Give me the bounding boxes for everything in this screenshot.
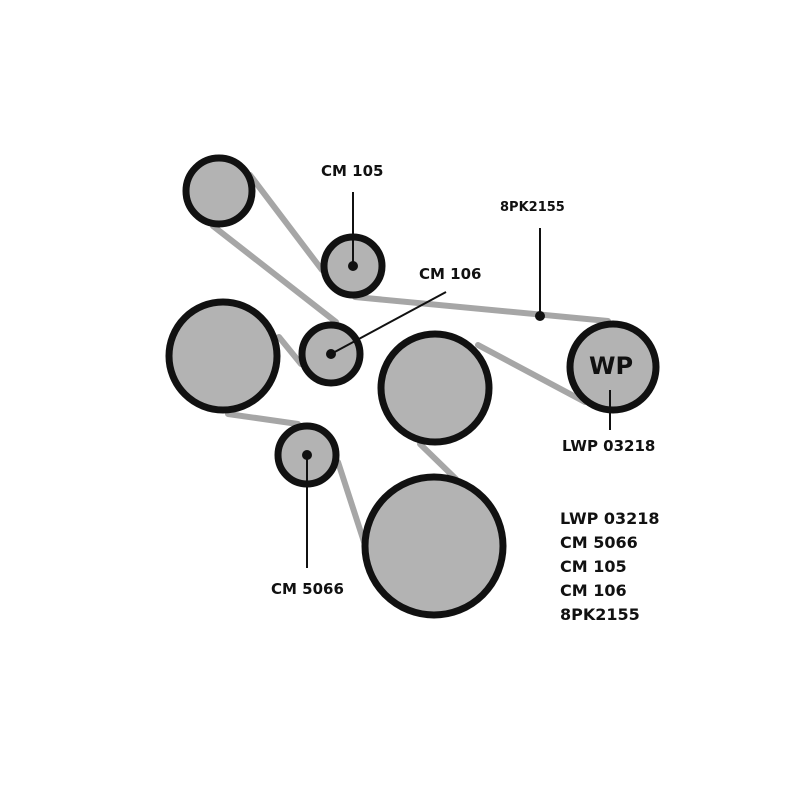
leader-dot: [535, 311, 545, 321]
leader-dot: [302, 450, 312, 460]
belt-segment: [225, 411, 301, 427]
label-cm106: CM 106: [419, 265, 482, 283]
label-belt: 8PK2155: [500, 200, 565, 215]
belt-segment: [247, 172, 325, 273]
leader-cm106: [330, 291, 447, 355]
parts-list-item: CM 5066: [560, 533, 638, 552]
water-pump-pulley: [566, 320, 660, 414]
parts-list-item: CM 105: [560, 557, 627, 576]
belt-segment: [417, 441, 459, 482]
leader-dot: [326, 349, 336, 359]
belt-segment: [210, 223, 339, 325]
label-lwp: LWP 03218: [562, 437, 656, 455]
pulley-large-left: [165, 298, 281, 414]
pulley-middle: [377, 330, 493, 446]
leader-dot: [348, 261, 358, 271]
parts-list-item: LWP 03218: [560, 509, 660, 528]
label-water-pump: WP: [589, 352, 634, 380]
belt: [210, 172, 611, 548]
label-cm105: CM 105: [321, 162, 384, 180]
parts-list-item: CM 106: [560, 581, 627, 600]
idler-pulley-top-left: [182, 154, 256, 228]
belt-segment: [352, 294, 611, 324]
crankshaft-pulley: [361, 473, 507, 619]
belt-segment: [276, 334, 304, 367]
label-cm5066: CM 5066: [271, 580, 344, 598]
parts-list: LWP 03218 CM 5066 CM 105 CM 106 8PK2155: [560, 507, 660, 627]
belt-segment: [475, 342, 588, 405]
belt-segment: [335, 459, 368, 548]
parts-list-item: 8PK2155: [560, 605, 640, 624]
